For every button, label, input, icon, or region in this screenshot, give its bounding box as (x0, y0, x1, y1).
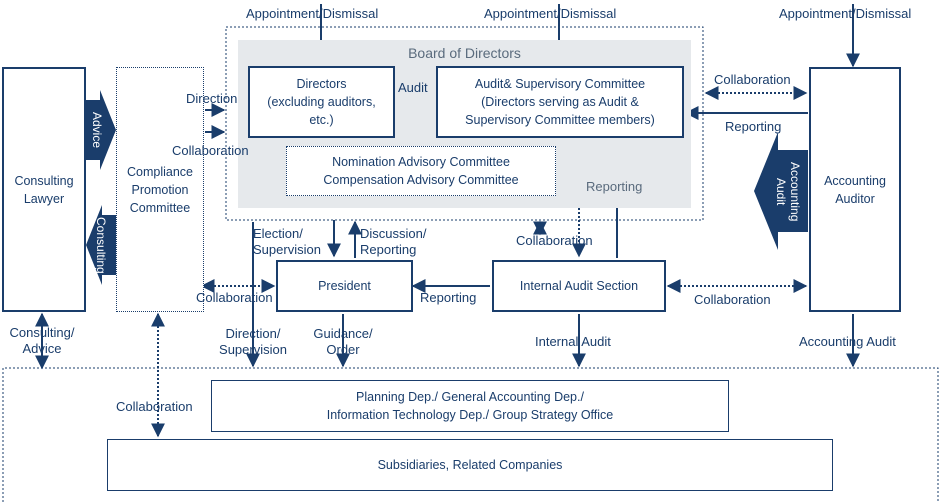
directors-box: Directors (excluding auditors, etc.) (248, 66, 395, 138)
compliance-committee-label: Compliance Promotion Committee (126, 164, 193, 215)
reporting-right-label: Reporting (725, 119, 782, 134)
internal-audit-box: Internal Audit Section (492, 260, 666, 312)
collaboration-bottom-label: Collaboration (116, 399, 193, 414)
advice-arrow-label: Advice (90, 111, 104, 149)
appointment-label-2: Appointment/Dismissal (484, 6, 617, 21)
direction-supervision-label: Direction/ Supervision (219, 326, 287, 357)
accounting-auditor-box: Accounting Auditor (809, 67, 901, 312)
accounting-audit-arrow (754, 132, 808, 250)
directors-label: Directors (excluding auditors, etc.) (267, 77, 376, 127)
president-label: President (318, 279, 371, 293)
appointment-label-3: Appointment/Dismissal (779, 6, 912, 21)
collaboration-right-label: Collaboration (694, 292, 771, 307)
consulting-lawyer-label: Consulting Lawyer (14, 173, 74, 206)
planning-dept-box: Planning Dep./ General Accounting Dep./ … (211, 380, 729, 432)
nomination-committee-box: Nomination Advisory Committee Compensati… (286, 146, 556, 196)
compliance-committee-box: Compliance Promotion Committee (116, 67, 204, 312)
advice-arrow (86, 90, 116, 170)
subsidiaries-box: Subsidiaries, Related Companies (107, 439, 833, 491)
appointment-label-1: Appointment/Dismissal (246, 6, 379, 21)
consulting-advice-label: Consulting/ Advice (9, 325, 75, 356)
internal-audit-flow-label: Internal Audit (535, 334, 611, 349)
collaboration-label-1: Collaboration (172, 143, 249, 158)
audit-label: Audit (398, 80, 428, 95)
internal-audit-label: Internal Audit Section (519, 279, 639, 293)
audit-supervisory-label: Audit& Supervisory Committee (Directors … (465, 77, 655, 127)
direction-label: Direction (186, 91, 238, 106)
nomination-committee-label: Nomination Advisory Committee Compensati… (323, 155, 519, 187)
accounting-audit-arrow-label: Accounting Audit (774, 162, 802, 222)
consulting-lawyer-box: Consulting Lawyer (2, 67, 86, 312)
reporting-president-label: Reporting (420, 290, 477, 305)
accounting-auditor-label: Accounting Auditor (824, 173, 886, 206)
collaboration-left-label: Collaboration (196, 290, 273, 305)
board-title: Board of Directors (408, 45, 521, 61)
planning-dept-label: Planning Dep./ General Accounting Dep./ … (326, 390, 614, 422)
audit-supervisory-box: Audit& Supervisory Committee (Directors … (436, 66, 684, 138)
consulting-arrow-label: Consulting (94, 216, 108, 274)
consulting-arrow (86, 205, 116, 285)
discussion-label: Discussion/ Reporting (360, 226, 427, 257)
accounting-audit-flow-label: Accounting Audit (799, 334, 896, 349)
president-box: President (276, 260, 413, 312)
collaboration-top-right-label: Collaboration (714, 72, 791, 87)
reporting-board-label: Reporting (586, 179, 643, 194)
guidance-order-label: Guidance/ Order (313, 326, 373, 357)
election-label: Election/ Supervision (253, 226, 321, 257)
subsidiaries-label: Subsidiaries, Related Companies (377, 458, 563, 472)
collaboration-mid-label: Collaboration (516, 233, 593, 248)
